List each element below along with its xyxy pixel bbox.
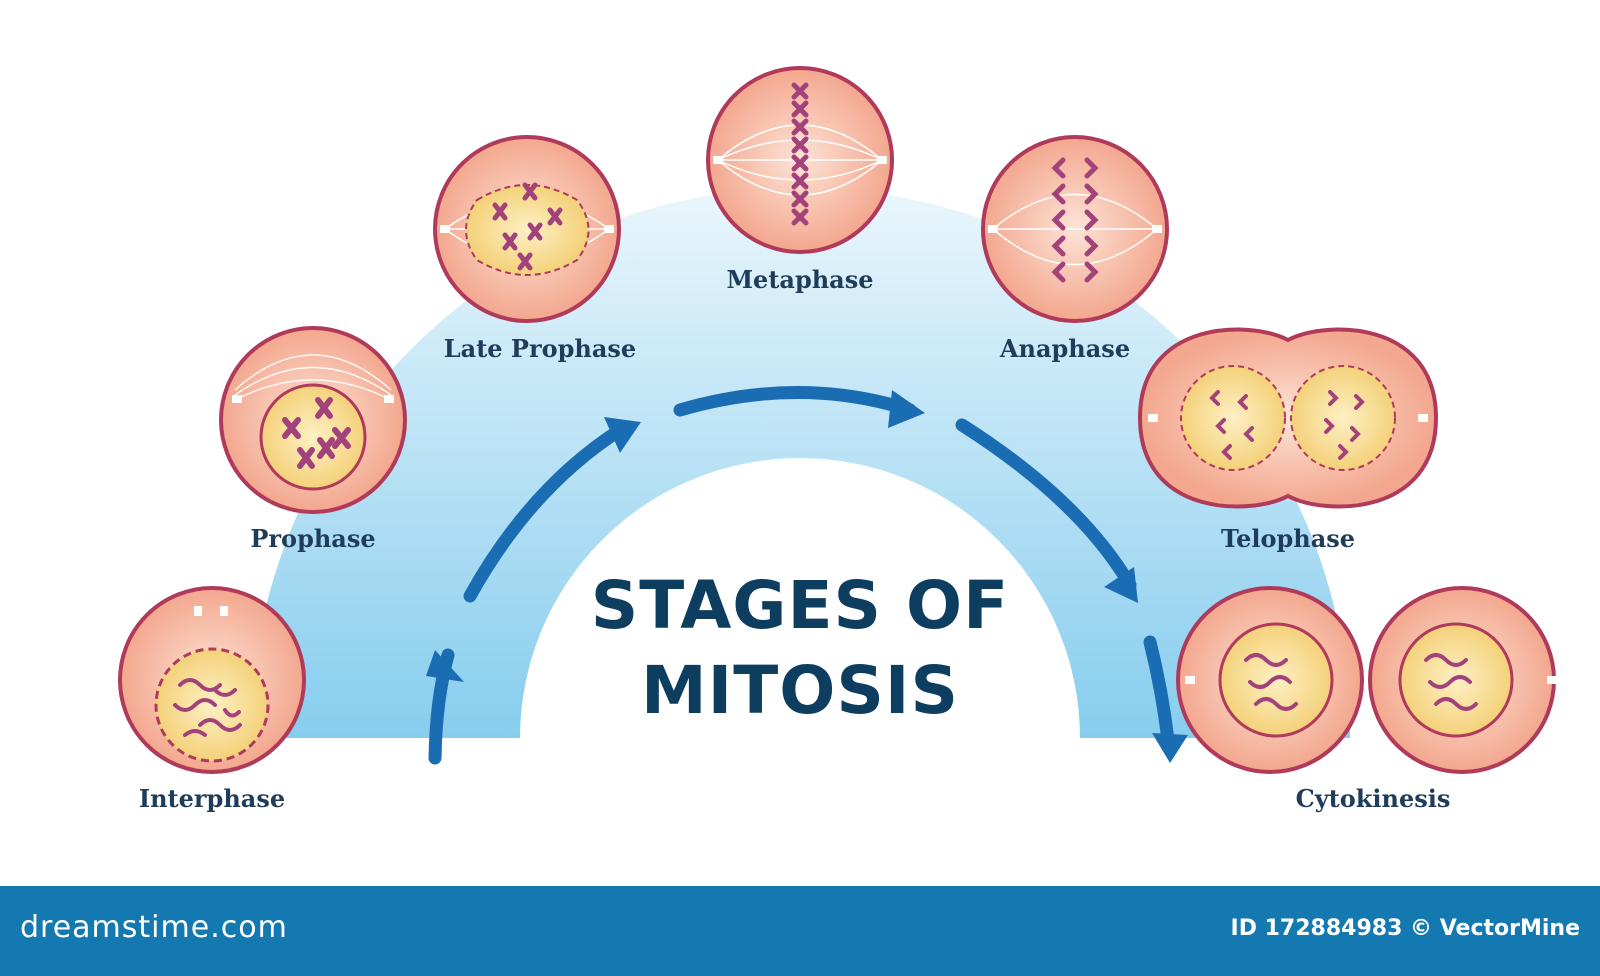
cell-late-prophase <box>433 135 621 323</box>
arrow-2 <box>463 423 627 603</box>
label-prophase: Prophase <box>250 524 376 553</box>
footer-bar: dreamstime.com ID 172884983 © VectorMine <box>0 886 1600 976</box>
cell-prophase <box>219 326 407 514</box>
arrow-5 <box>1143 635 1175 747</box>
arrow-2-head <box>604 417 641 453</box>
label-late-prophase: Late Prophase <box>443 334 637 363</box>
label-metaphase: Metaphase <box>726 265 874 294</box>
arrow-4-head <box>1104 567 1138 603</box>
mitosis-diagram <box>118 66 1557 774</box>
arrow-1-head <box>426 650 464 682</box>
title-line-2: MITOSIS <box>641 652 959 729</box>
arrow-heads <box>426 390 1188 763</box>
arrow-3 <box>673 386 917 417</box>
cell-interphase <box>118 586 306 774</box>
cell-telophase <box>1137 327 1439 509</box>
label-telophase: Telophase <box>1220 524 1356 553</box>
title-line-1: STAGES OF <box>590 567 1010 644</box>
arc-band <box>250 188 1350 738</box>
label-anaphase: Anaphase <box>999 334 1131 363</box>
footer-credit: ID 172884983 © VectorMine <box>1230 916 1580 941</box>
footer-site-name[interactable]: dreamstime.com <box>20 910 288 945</box>
label-interphase: Interphase <box>138 784 286 813</box>
arrow-3-head <box>888 390 925 428</box>
arrow-5-head <box>1152 733 1188 763</box>
label-cytokinesis: Cytokinesis <box>1295 784 1451 813</box>
cell-cytokinesis <box>1176 586 1557 774</box>
arrow-4 <box>955 418 1137 592</box>
cell-metaphase <box>706 66 894 254</box>
cell-anaphase <box>981 135 1169 323</box>
